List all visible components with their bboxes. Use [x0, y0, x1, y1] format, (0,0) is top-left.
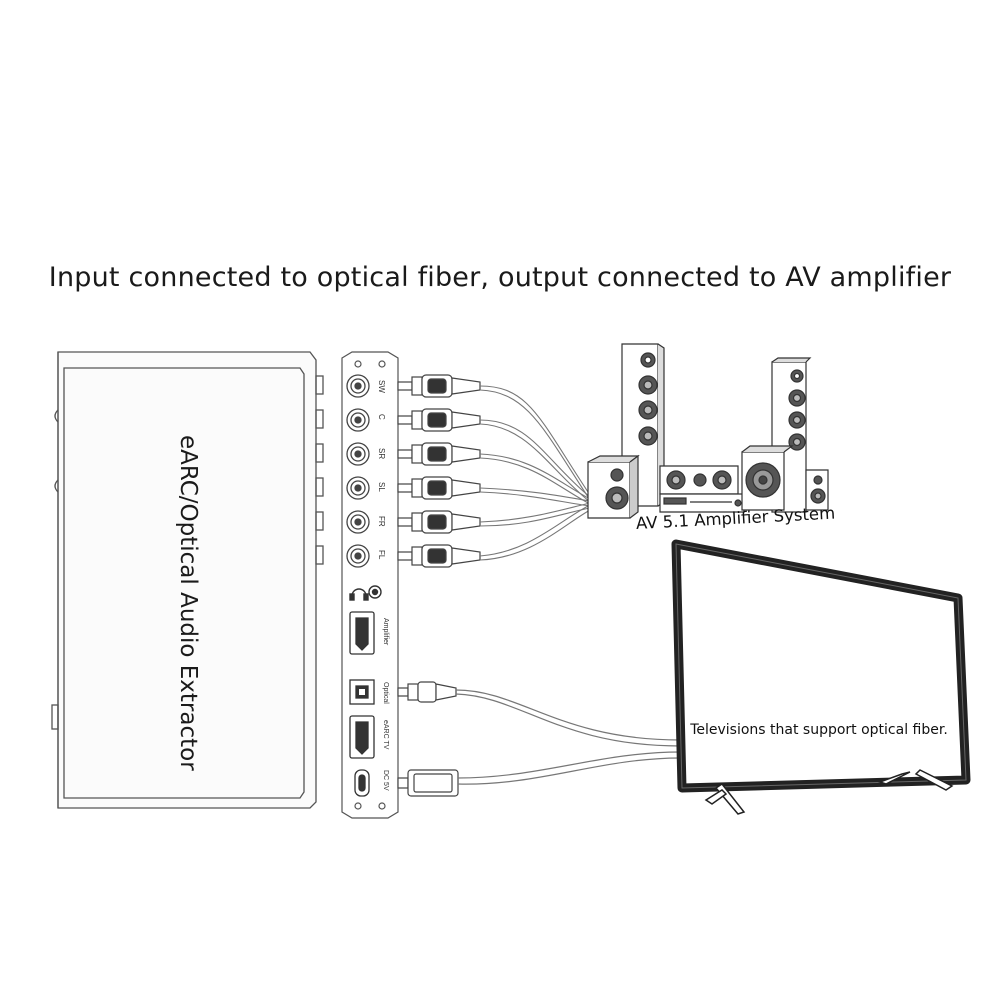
headphone-icon: [349, 585, 382, 601]
rca-plug-fl: [397, 544, 481, 568]
extractor-box: [51, 351, 324, 809]
tv-caption: Televisions that support optical fiber.: [690, 722, 948, 738]
port-label-sr: SR: [377, 448, 386, 460]
optical-port: [349, 679, 375, 705]
rca-jack-fr: [346, 510, 370, 534]
center-speaker: [659, 465, 739, 495]
rca-plug-fr: [397, 510, 481, 534]
rca-plugs: [397, 374, 481, 568]
port-label-optical: Optical: [382, 682, 389, 704]
hdmi-amplifier-port: [349, 611, 375, 655]
port-label-dc-5v: DC 5V: [382, 770, 389, 791]
television: [671, 539, 971, 815]
tv-stand: [704, 769, 954, 815]
rca-cables: [479, 385, 591, 561]
port-label-fr: FR: [377, 516, 386, 527]
rca-plug-sw: [397, 374, 481, 398]
rca-jack-fl: [346, 544, 370, 568]
rca-jack-c: [346, 408, 370, 432]
port-label-c: C: [377, 414, 386, 420]
device-title: eARC/Optical Audio Extractor: [175, 435, 201, 771]
dc-power-port: [354, 769, 370, 797]
port-label-amplifier: Amplifier: [382, 618, 389, 646]
port-label-fl: FL: [377, 550, 386, 560]
rear-panel: [341, 351, 399, 819]
surround-left-speaker: [587, 454, 640, 519]
amplifier-system: [587, 343, 829, 519]
diagram-headline: Input connected to optical fiber, output…: [48, 262, 952, 293]
rca-plug-c: [397, 408, 481, 432]
rca-plug-sr: [397, 442, 481, 466]
port-label-sw: SW: [377, 380, 386, 393]
rca-jacks: [346, 374, 370, 568]
av-receiver: [659, 493, 745, 513]
usb-power-cable: [397, 751, 681, 797]
port-label-sl: SL: [377, 482, 386, 492]
rca-jack-sw: [346, 374, 370, 398]
rca-plug-sl: [397, 476, 481, 500]
port-label-earc-tv: eARC TV: [382, 720, 389, 750]
rca-jack-sr: [346, 442, 370, 466]
surround-right-speaker: [805, 469, 829, 511]
hdmi-earc-port: [349, 715, 375, 759]
rca-jack-sl: [346, 476, 370, 500]
subwoofer: [741, 445, 794, 511]
optical-cable: [397, 681, 681, 747]
